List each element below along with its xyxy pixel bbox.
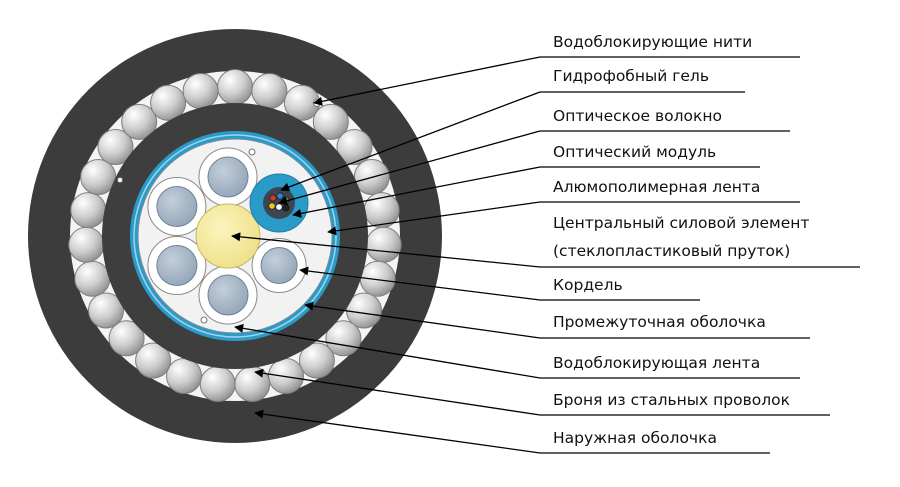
cordel [260, 247, 298, 284]
loose-tube [156, 186, 198, 227]
leader-line [280, 91, 541, 192]
label-text: (стеклопластиковый пруток) [553, 242, 790, 260]
label-text: Центральный силовой элемент [553, 214, 809, 232]
label-text: Оптическое волокно [553, 107, 722, 125]
leader-line [278, 130, 541, 206]
armor-wire [217, 69, 253, 105]
armor-wire [108, 320, 145, 357]
armor-wire [150, 84, 187, 121]
leader-line [299, 266, 541, 301]
armor-wire [365, 226, 402, 263]
leader-line [254, 409, 541, 454]
optical-fiber [269, 194, 277, 202]
leader-line [234, 323, 541, 379]
leader-line [254, 368, 541, 416]
armor-wires [68, 69, 402, 402]
core-elements [147, 147, 307, 325]
armor-wire [70, 192, 107, 229]
water-blocking-thread [117, 177, 123, 183]
armor-wire [312, 103, 349, 140]
label-text: Наружная оболочка [553, 429, 717, 447]
armor-wire [68, 226, 105, 263]
label-text: Гидрофобный гель [553, 67, 709, 85]
central-strength-member [195, 203, 261, 269]
label-text: Промежуточная оболочка [553, 313, 766, 331]
loose-tube [207, 274, 249, 316]
leader-line [231, 232, 541, 268]
armor-wire [199, 366, 236, 402]
optical-fiber [275, 203, 283, 211]
loose-tube [207, 156, 249, 198]
armor-wire [97, 129, 134, 165]
armor-wire [298, 342, 335, 379]
label-text: Алюмополимерная лента [553, 178, 760, 196]
optical-fiber [276, 192, 284, 200]
armor-wire [182, 73, 219, 109]
armor-wire [135, 342, 172, 379]
armor-wire [251, 73, 288, 109]
armor-wire [80, 159, 117, 195]
label-text: Оптический модуль [553, 143, 716, 161]
loose-tube [156, 245, 198, 286]
leader-line [304, 301, 541, 339]
label-text: Броня из стальных проволок [553, 391, 790, 409]
label-text: Водоблокирующие нити [553, 33, 752, 51]
armor-wire [121, 103, 158, 140]
water-blocking-thread [248, 148, 256, 156]
water-blocking-thread [200, 316, 208, 324]
armor-wire [336, 129, 373, 165]
water-blocking-tape-highlight [133, 134, 337, 338]
armor-wire [88, 292, 124, 329]
label-text: Водоблокирующая лента [553, 354, 760, 372]
armor-wire [166, 358, 202, 394]
optical-fiber [282, 204, 290, 212]
label-text: Кордель [553, 276, 623, 294]
optical-fiber [268, 202, 276, 210]
leader-line [292, 166, 541, 218]
armor-wire [74, 260, 111, 297]
armor-wire [234, 366, 271, 402]
leader-line [313, 56, 541, 106]
armor-wire [268, 358, 304, 394]
leader-line [327, 201, 541, 236]
